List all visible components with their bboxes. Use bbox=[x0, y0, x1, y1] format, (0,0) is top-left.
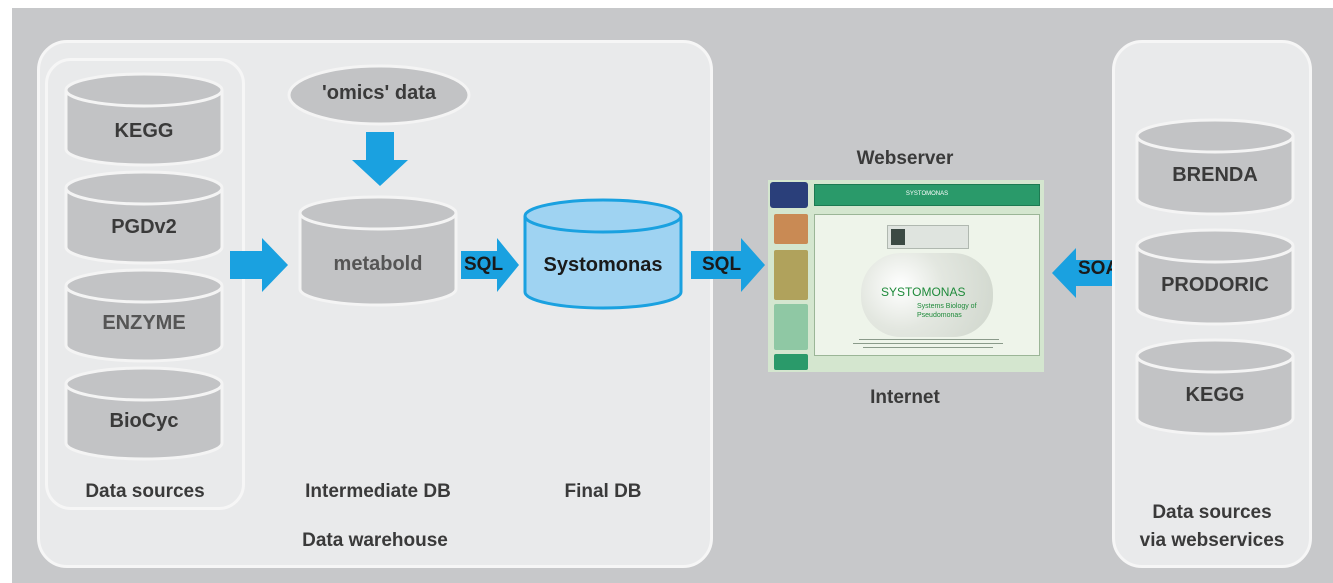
arrow-sources-to-intermediate bbox=[230, 238, 288, 292]
site-logo bbox=[770, 182, 808, 208]
cylinder-enzyme: ENZYME bbox=[64, 268, 224, 363]
final-db-name: Systomonas bbox=[543, 254, 663, 276]
cylinder-shape bbox=[1135, 338, 1295, 436]
cylinder-shape bbox=[1135, 118, 1295, 216]
external-label-kegg: KEGG bbox=[1185, 384, 1245, 406]
cylinder-shape bbox=[523, 198, 683, 310]
cylinder-prodoric: PRODORIC bbox=[1135, 228, 1295, 326]
source-label-pgdv2: PGDv2 bbox=[111, 216, 177, 238]
site-nav-block bbox=[774, 354, 808, 370]
site-header-text: SYSTOMONAS bbox=[905, 191, 949, 197]
site-footer-line bbox=[859, 339, 999, 340]
cylinder-metabold: metabold bbox=[298, 195, 458, 307]
site-footer-line bbox=[863, 347, 993, 348]
intermediate-db-name: metabold bbox=[333, 253, 423, 275]
webservices-label-line-1: Data sources bbox=[1152, 502, 1272, 523]
webserver-screenshot: SYSTOMONAS SYSTOMONAS Systems Biology of… bbox=[768, 180, 1044, 372]
cylinder-brenda: BRENDA bbox=[1135, 118, 1295, 216]
cylinder-systomonas: Systomonas bbox=[523, 198, 683, 310]
cylinder-pgdv2: PGDv2 bbox=[64, 170, 224, 265]
internet-label: Internet bbox=[870, 387, 940, 408]
site-name: SYSTOMONAS bbox=[881, 285, 966, 299]
site-subtitle-line-1: Systems Biology of bbox=[917, 303, 977, 310]
site-subtitle-line-2: Pseudomonas bbox=[917, 312, 962, 319]
cylinder-shape bbox=[64, 268, 224, 363]
cylinder-kegg: KEGG bbox=[64, 72, 224, 167]
site-main-content: SYSTOMONAS Systems Biology of Pseudomona… bbox=[814, 214, 1040, 356]
site-nav-block bbox=[774, 304, 808, 350]
webservices-label-line-2: via webservices bbox=[1139, 530, 1285, 551]
arrow-omics-to-intermediate bbox=[352, 132, 408, 186]
source-label-biocyc: BioCyc bbox=[109, 410, 179, 432]
site-footer-line bbox=[853, 343, 1003, 344]
cylinder-shape bbox=[1135, 228, 1295, 326]
cylinder-shape bbox=[64, 72, 224, 167]
webserver-label: Webserver bbox=[856, 148, 954, 169]
cylinder-shape bbox=[298, 195, 458, 307]
arrow-intermediate-to-final bbox=[461, 238, 519, 292]
cylinder-shape bbox=[64, 366, 224, 461]
cylinder-shape bbox=[64, 170, 224, 265]
site-thumbnail bbox=[887, 225, 969, 249]
data-warehouse-label: Data warehouse bbox=[302, 530, 448, 551]
data-sources-label: Data sources bbox=[85, 481, 205, 502]
arrow-final-to-webserver bbox=[691, 238, 765, 292]
data-sources-panel bbox=[45, 58, 245, 510]
external-label-brenda: BRENDA bbox=[1172, 164, 1258, 186]
cylinder-kegg-external: KEGG bbox=[1135, 338, 1295, 436]
site-hero-image bbox=[861, 253, 993, 337]
site-nav-block bbox=[774, 250, 808, 300]
final-db-label: Final DB bbox=[564, 481, 642, 502]
source-label-enzyme: ENZYME bbox=[102, 312, 186, 334]
external-label-prodoric: PRODORIC bbox=[1161, 274, 1269, 296]
site-subtitle: Systems Biology of Pseudomonas bbox=[917, 302, 977, 320]
sql-label-2: SQL bbox=[702, 254, 742, 275]
source-label-kegg: KEGG bbox=[114, 120, 174, 142]
omics-data-label: 'omics' data bbox=[322, 82, 436, 104]
cylinder-biocyc: BioCyc bbox=[64, 366, 224, 461]
site-nav-block bbox=[774, 214, 808, 244]
sql-label-1: SQL bbox=[464, 254, 504, 275]
intermediate-db-label: Intermediate DB bbox=[305, 481, 451, 502]
site-header-bar: SYSTOMONAS bbox=[814, 184, 1040, 206]
omics-data-ellipse bbox=[287, 64, 471, 126]
thumbnail-image bbox=[891, 229, 905, 245]
